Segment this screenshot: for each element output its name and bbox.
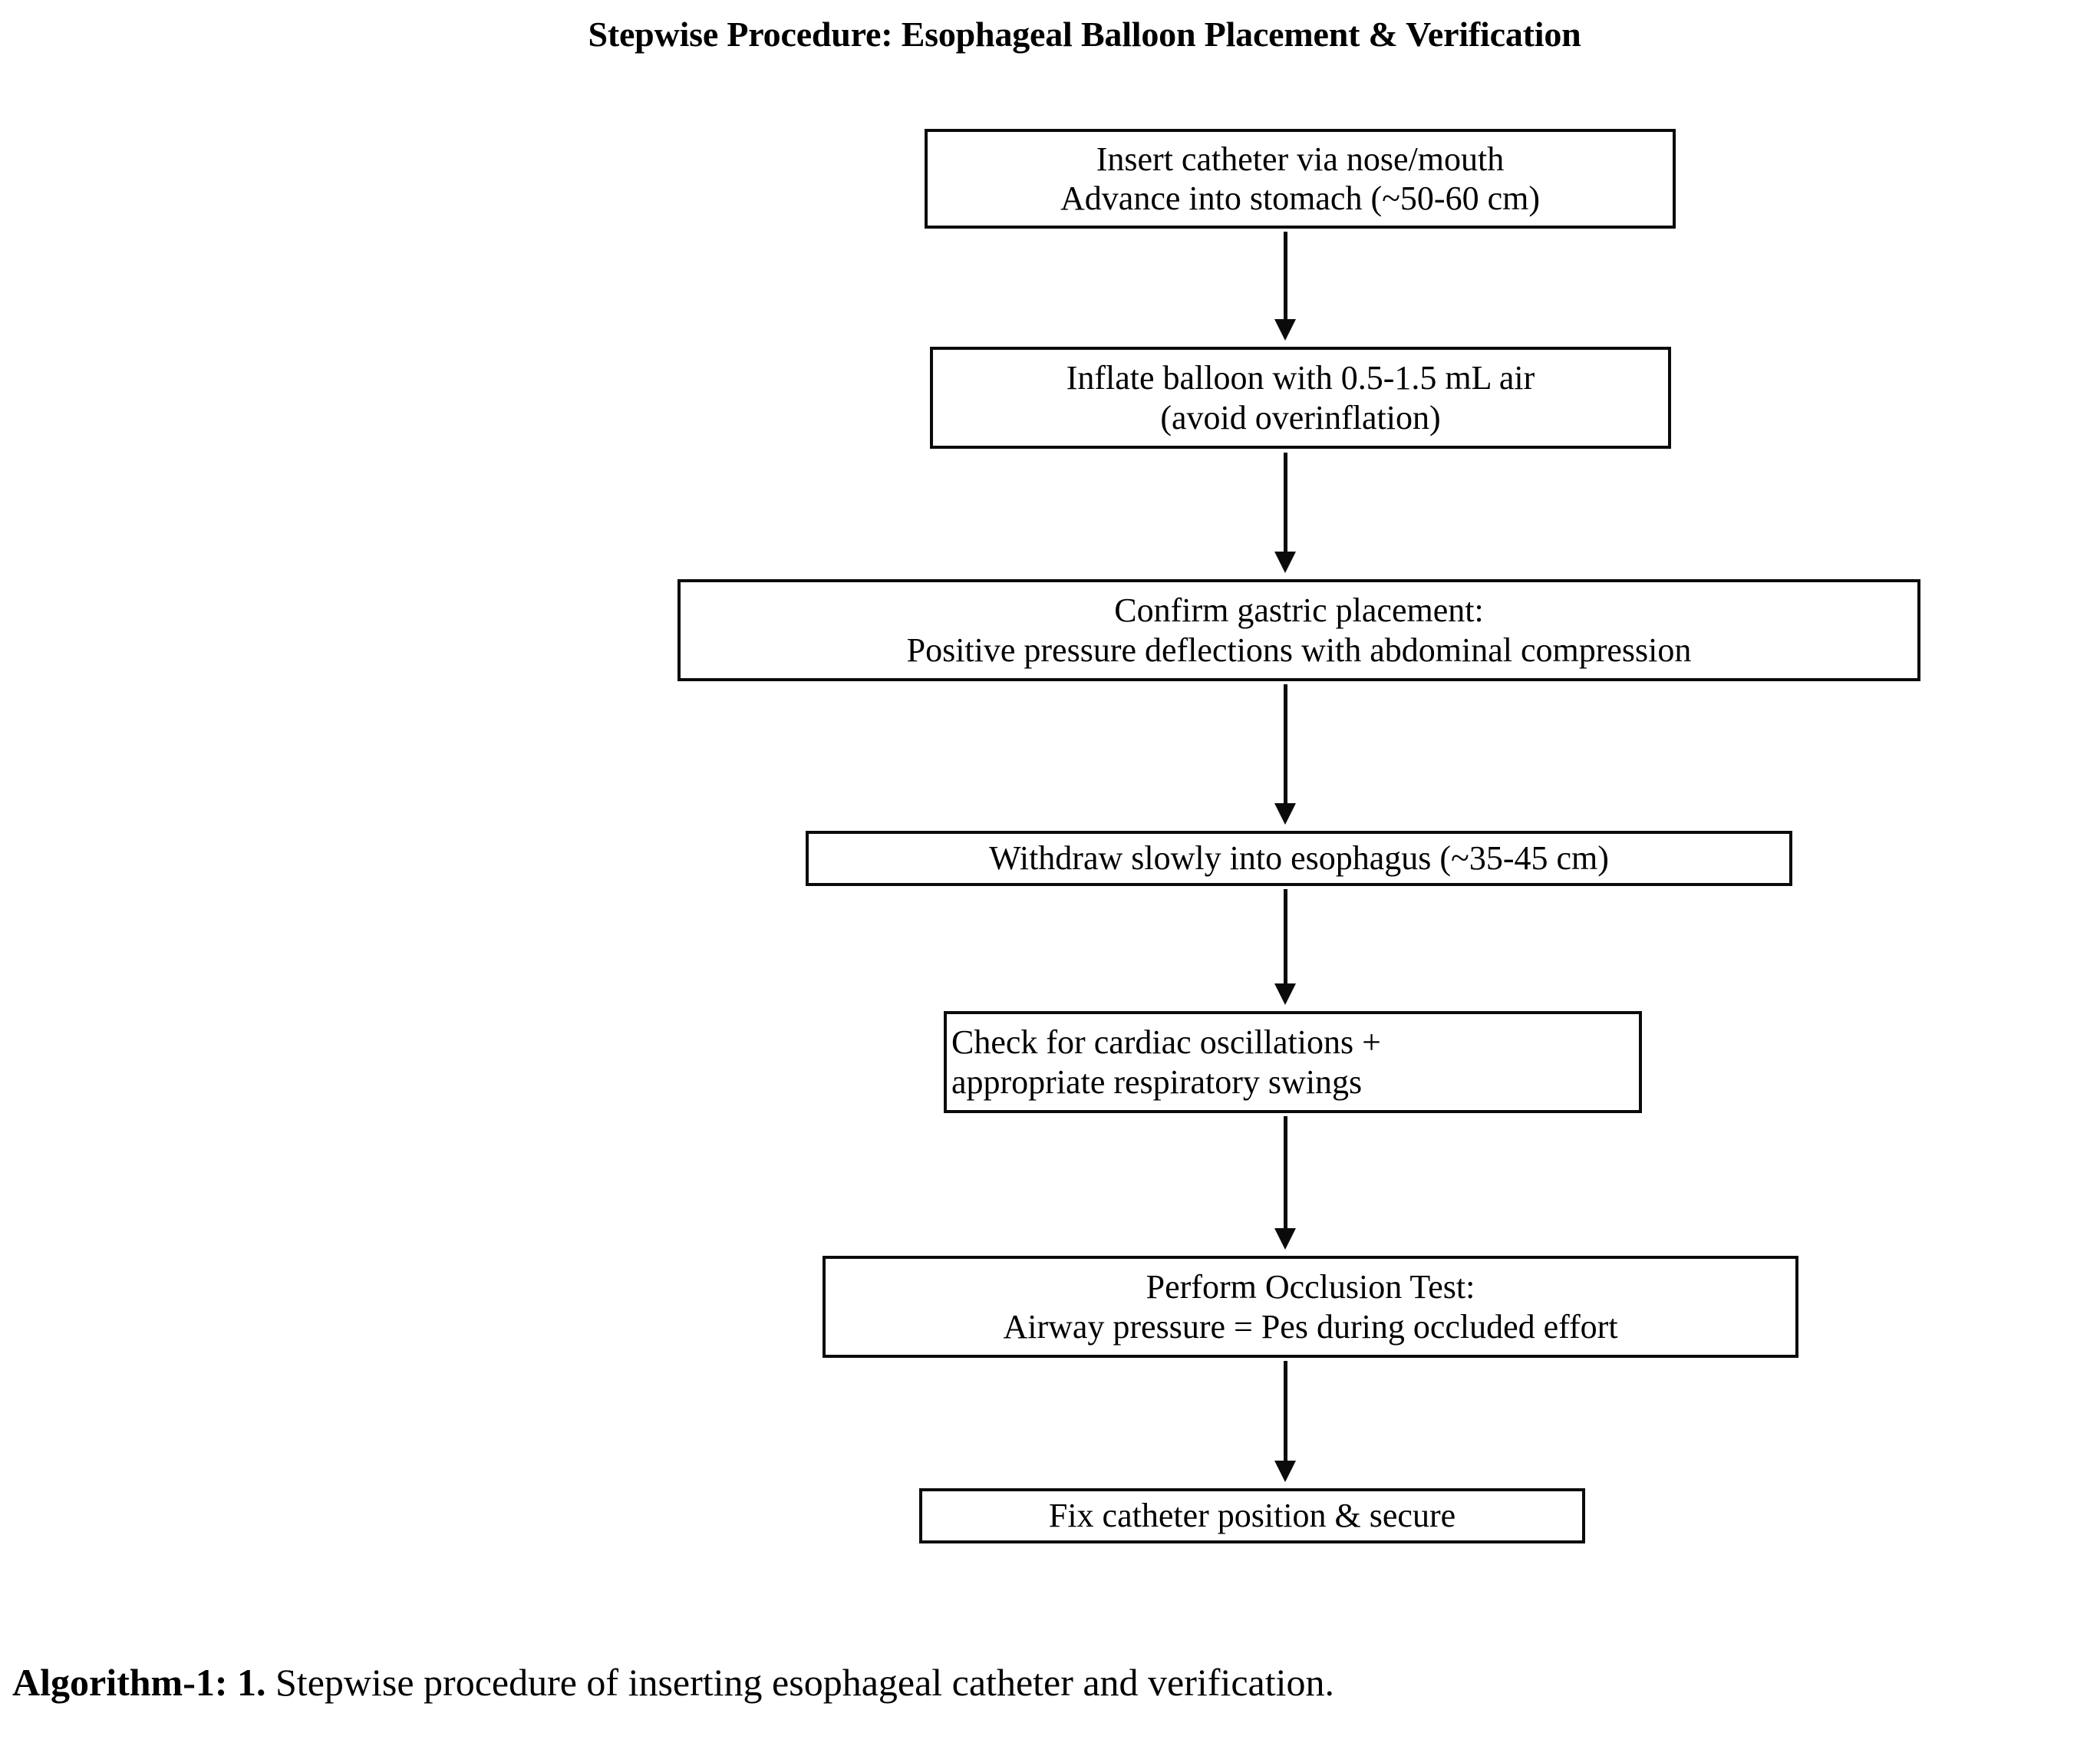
down-arrow-icon xyxy=(1274,684,1296,828)
arrow-head xyxy=(1274,1228,1296,1250)
flow-node-step-1[interactable]: Insert catheter via nose/mouth Advance i… xyxy=(925,129,1676,229)
flow-node-line: Perform Occlusion Test: xyxy=(1146,1268,1475,1306)
flow-node-step-2[interactable]: Inflate balloon with 0.5-1.5 mL air (avo… xyxy=(930,347,1671,449)
flow-node-line: Confirm gastric placement: xyxy=(1114,591,1484,630)
down-arrow-icon xyxy=(1274,1116,1296,1253)
flowchart-canvas: Insert catheter via nose/mouth Advance i… xyxy=(677,129,1920,1543)
flow-node-line: Inflate balloon with 0.5-1.5 mL air xyxy=(1066,359,1535,397)
flow-node-step-6[interactable]: Perform Occlusion Test: Airway pressure … xyxy=(823,1256,1798,1358)
flow-node-line: Advance into stomach (~50-60 cm) xyxy=(1060,180,1540,217)
arrow-shaft xyxy=(1284,453,1287,555)
arrow-head xyxy=(1274,552,1296,573)
down-arrow-icon xyxy=(1274,232,1296,344)
flow-node-line: (avoid overinflation) xyxy=(1160,398,1441,436)
down-arrow-icon xyxy=(1274,889,1296,1008)
caption-number: 1. xyxy=(237,1661,266,1704)
flow-node-line: Insert catheter via nose/mouth xyxy=(1096,140,1505,178)
caption-text: Stepwise procedure of inserting esophage… xyxy=(275,1661,1335,1704)
arrow-head xyxy=(1274,1461,1296,1482)
flow-node-step-7[interactable]: Fix catheter position & secure xyxy=(919,1488,1585,1543)
flow-node-step-5[interactable]: Check for cardiac oscillations + appropr… xyxy=(944,1011,1642,1113)
down-arrow-icon xyxy=(1274,453,1296,576)
arrow-head xyxy=(1274,319,1296,341)
flow-node-line: Airway pressure = Pes during occluded ef… xyxy=(1003,1307,1618,1346)
flow-node-line: appropriate respiratory swings xyxy=(951,1062,1363,1101)
arrow-shaft xyxy=(1284,232,1287,322)
caption-label: Algorithm-1: xyxy=(12,1661,228,1704)
flow-node-step-3[interactable]: Confirm gastric placement: Positive pres… xyxy=(677,579,1920,681)
arrow-head xyxy=(1274,803,1296,825)
arrow-shaft xyxy=(1284,1116,1287,1231)
arrow-shaft xyxy=(1284,889,1287,987)
down-arrow-icon xyxy=(1274,1361,1296,1485)
arrow-shaft xyxy=(1284,684,1287,806)
flow-node-line: Withdraw slowly into esophagus (~35-45 c… xyxy=(989,839,1609,878)
figure-title: Stepwise Procedure: Esophageal Balloon P… xyxy=(588,15,1581,54)
flow-node-line: Positive pressure deflections with abdom… xyxy=(906,631,1692,669)
flow-node-line: Check for cardiac oscillations + xyxy=(951,1023,1381,1062)
figure-caption: Algorithm-1: 1. Stepwise procedure of in… xyxy=(12,1662,2092,1703)
arrow-head xyxy=(1274,983,1296,1005)
flow-node-line: Fix catheter position & secure xyxy=(1048,1497,1456,1535)
arrow-shaft xyxy=(1284,1361,1287,1464)
flow-node-step-4[interactable]: Withdraw slowly into esophagus (~35-45 c… xyxy=(806,831,1792,886)
